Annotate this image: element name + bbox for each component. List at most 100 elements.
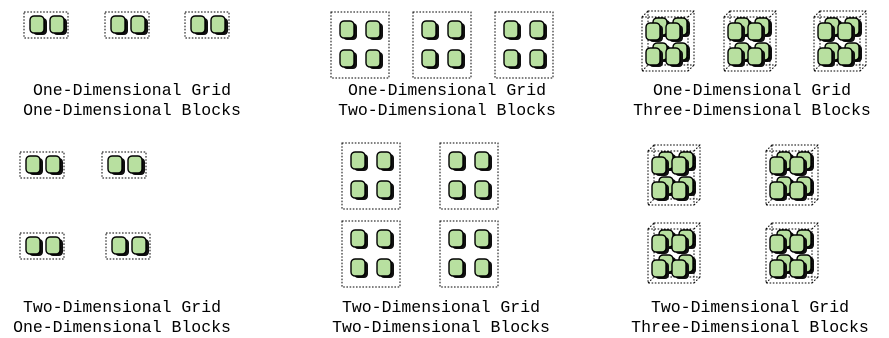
thread-icon [111, 16, 128, 35]
caption-p1-block: One-Dimensional Blocks [23, 101, 241, 121]
thread-block [495, 12, 553, 78]
panel-2d-grid-1d-blocks [20, 152, 150, 259]
caption-p4-block: One-Dimensional Blocks [13, 318, 231, 338]
thread-block [342, 143, 400, 209]
thread-icon [652, 157, 669, 176]
thread-icon [504, 21, 521, 40]
thread-icon [770, 157, 787, 176]
thread-icon [422, 50, 439, 69]
panel-1d-grid-1d-blocks [24, 12, 229, 38]
thread-icon [377, 259, 394, 278]
thread-block [724, 11, 776, 71]
panel-1d-grid-3d-blocks [642, 11, 866, 71]
thread-block [106, 233, 150, 259]
panel-1d-grid-2d-blocks [331, 12, 553, 78]
thread-icon [448, 21, 465, 40]
thread-icon [672, 235, 689, 254]
thread-icon [26, 237, 43, 256]
thread-block [20, 233, 64, 259]
thread-icon [377, 181, 394, 200]
thread-block [342, 221, 400, 287]
thread-icon [377, 230, 394, 249]
thread-icon [449, 230, 466, 249]
thread-icon [475, 259, 492, 278]
thread-icon [748, 48, 765, 67]
thread-icon [672, 182, 689, 201]
thread-block [648, 145, 700, 205]
thread-icon [475, 230, 492, 249]
thread-icon [112, 237, 129, 256]
thread-icon [838, 23, 855, 42]
caption-p6-block: Three-Dimensional Blocks [631, 318, 869, 338]
panel-2d-grid-2d-blocks [342, 143, 498, 287]
thread-icon [46, 237, 63, 256]
thread-icon [30, 16, 47, 35]
caption-p3-block: Three-Dimensional Blocks [633, 101, 871, 121]
thread-icon [838, 48, 855, 67]
caption-p2-grid: One-Dimensional Grid [348, 81, 546, 101]
thread-icon [770, 182, 787, 201]
thread-block [20, 152, 64, 178]
thread-icon [672, 157, 689, 176]
thread-icon [340, 21, 357, 40]
thread-icon [770, 235, 787, 254]
thread-icon [646, 48, 663, 67]
thread-icon [666, 48, 683, 67]
thread-icon [790, 157, 807, 176]
thread-icon [790, 235, 807, 254]
thread-icon [128, 156, 145, 175]
thread-icon [366, 21, 383, 40]
thread-icon [818, 48, 835, 67]
thread-block [105, 12, 149, 38]
thread-icon [131, 16, 148, 35]
thread-icon [211, 16, 228, 35]
thread-icon [770, 260, 787, 279]
panel-2d-grid-3d-blocks [648, 145, 818, 283]
thread-icon [132, 237, 149, 256]
thread-block [766, 223, 818, 283]
thread-icon [504, 50, 521, 69]
thread-block [814, 11, 866, 71]
caption-p4-grid: Two-Dimensional Grid [23, 298, 221, 318]
thread-icon [448, 50, 465, 69]
thread-icon [50, 16, 67, 35]
thread-block [440, 143, 498, 209]
caption-p6-grid: Two-Dimensional Grid [651, 298, 849, 318]
thread-block [766, 145, 818, 205]
caption-p5-grid: Two-Dimensional Grid [342, 298, 540, 318]
thread-block [642, 11, 694, 71]
thread-block [24, 12, 68, 38]
thread-block [331, 12, 389, 78]
caption-p3-grid: One-Dimensional Grid [653, 81, 851, 101]
thread-icon [449, 259, 466, 278]
thread-icon [422, 21, 439, 40]
thread-block [413, 12, 471, 78]
thread-block [102, 152, 146, 178]
thread-icon [377, 152, 394, 171]
thread-icon [728, 23, 745, 42]
thread-icon [351, 230, 368, 249]
thread-icon [475, 152, 492, 171]
thread-icon [26, 156, 43, 175]
thread-icon [728, 48, 745, 67]
thread-icon [672, 260, 689, 279]
thread-block [440, 221, 498, 287]
thread-icon [652, 260, 669, 279]
thread-icon [351, 152, 368, 171]
thread-icon [108, 156, 125, 175]
thread-icon [646, 23, 663, 42]
thread-icon [191, 16, 208, 35]
thread-icon [790, 182, 807, 201]
caption-p1-grid: One-Dimensional Grid [33, 81, 231, 101]
thread-icon [449, 181, 466, 200]
caption-p2-block: Two-Dimensional Blocks [338, 101, 556, 121]
thread-block [648, 223, 700, 283]
thread-icon [351, 259, 368, 278]
thread-icon [449, 152, 466, 171]
thread-icon [748, 23, 765, 42]
thread-icon [530, 21, 547, 40]
caption-p5-block: Two-Dimensional Blocks [332, 318, 550, 338]
thread-icon [46, 156, 63, 175]
thread-icon [351, 181, 368, 200]
